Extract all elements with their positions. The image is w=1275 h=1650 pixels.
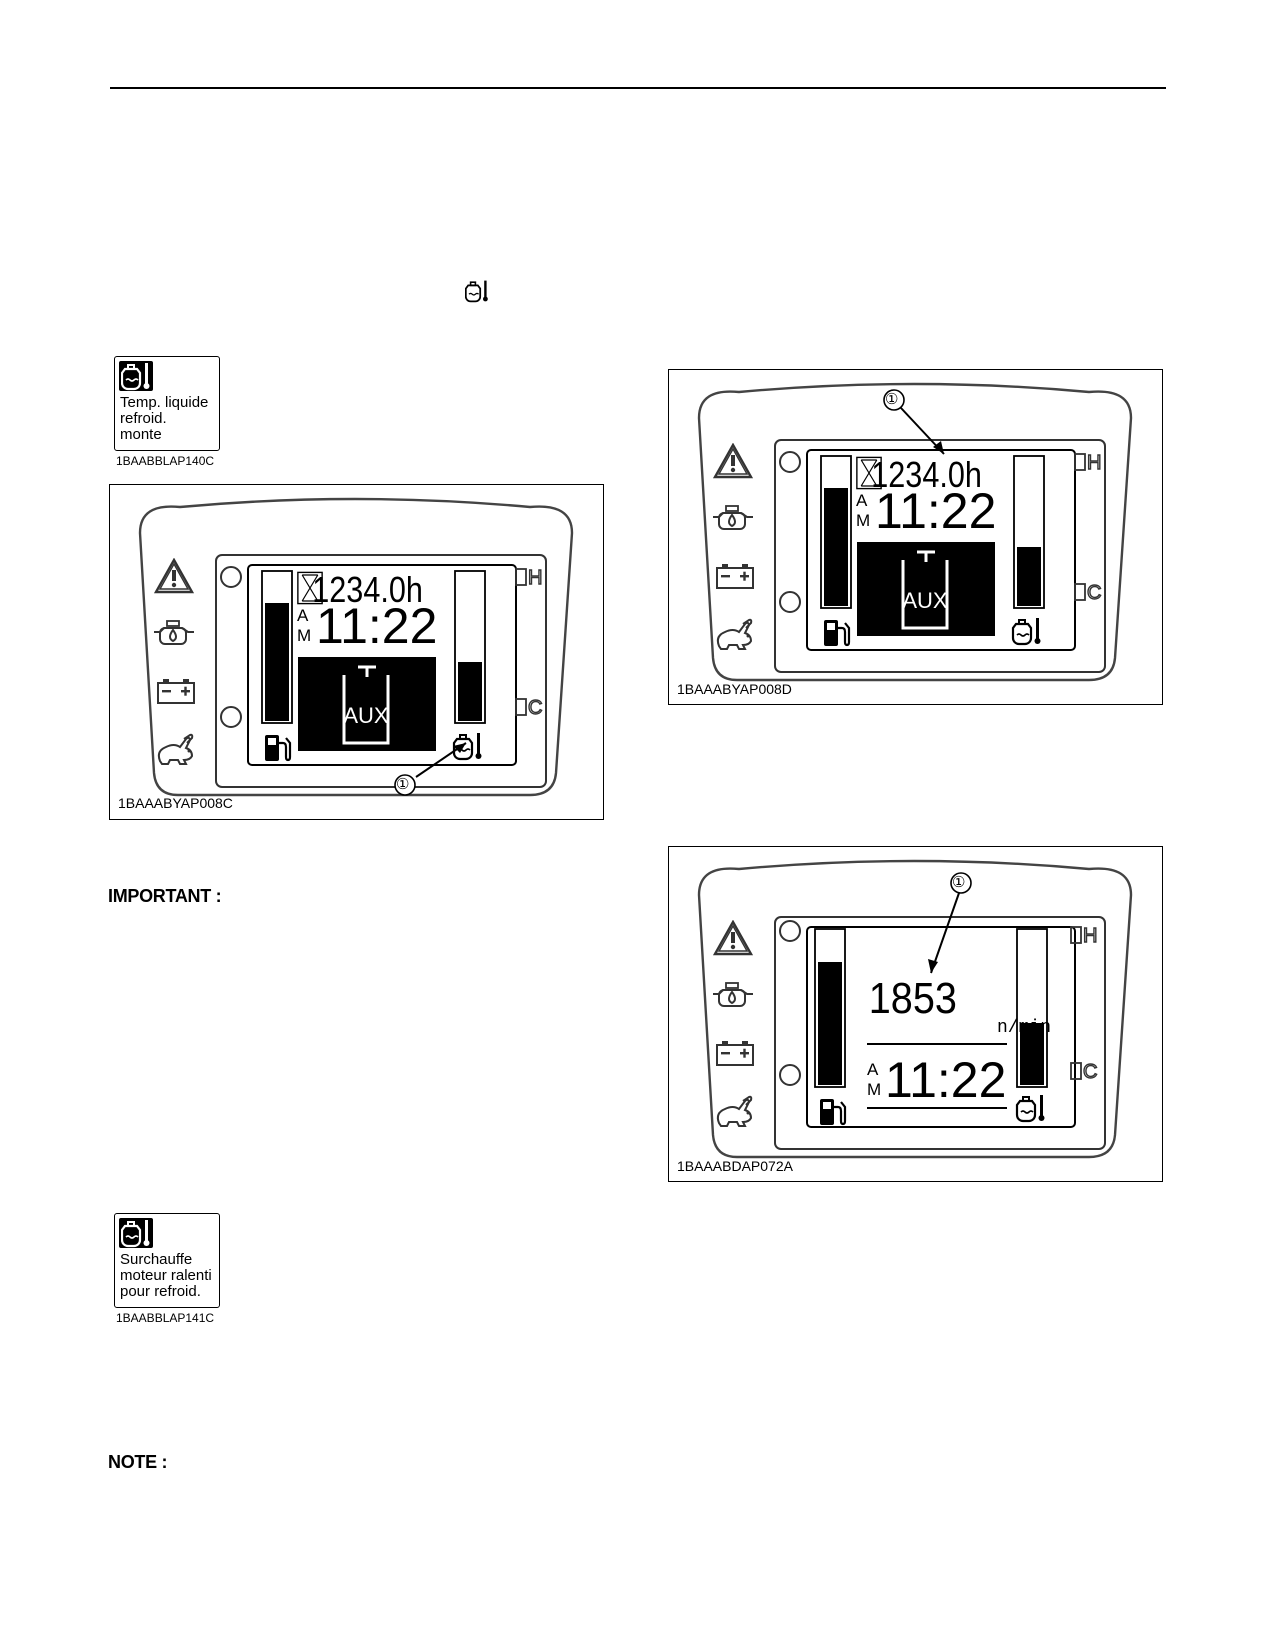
- figure-code: 1BAAABDAP072A: [677, 1158, 793, 1174]
- gauge-low-label: C: [1087, 582, 1101, 604]
- bezel-outline: [697, 382, 1133, 682]
- battery-charge-icon: [716, 1040, 754, 1066]
- label-text: Temp. liquide refroid. monte: [120, 394, 209, 443]
- fuel-gauge-frame: [814, 928, 846, 1088]
- callout-number: ①: [396, 776, 410, 793]
- bezel-outline: [697, 859, 1133, 1159]
- screen-frame: [774, 439, 1106, 673]
- warning-triangle-icon: [713, 920, 753, 956]
- callout-marker: [883, 389, 905, 411]
- oil-pressure-icon: [153, 620, 195, 645]
- gauge-low-label: C: [528, 697, 542, 719]
- screw: [220, 566, 242, 588]
- fuel-gauge-frame: [261, 570, 293, 724]
- callout-leader: [930, 892, 960, 974]
- clock-time: 11:22: [316, 598, 437, 654]
- am-indicator-a: A: [297, 606, 309, 625]
- coolant-temperature-icon: [1015, 1093, 1046, 1123]
- bezel-outline: [138, 497, 574, 797]
- hour-meter-value: 1234.0h: [871, 456, 982, 496]
- label-plate-coolant-rising: Temp. liquide refroid. monte: [114, 356, 220, 451]
- screen-frame: [215, 554, 547, 788]
- screen-frame: [774, 916, 1106, 1150]
- coolant-gauge-bar: [1020, 1023, 1044, 1085]
- am-indicator-a: A: [856, 491, 868, 510]
- fuel-gauge-bar: [824, 488, 848, 606]
- lcd-frame: [247, 564, 517, 766]
- figure-panel-2: 1234.0h A M 11:22 AUX H C ① 1BAAABYAP008…: [668, 369, 1163, 705]
- hour-meter-value: 1234.0h: [312, 571, 423, 611]
- figure-code: 1BAAABYAP008C: [118, 795, 233, 811]
- screw: [779, 920, 801, 942]
- header-rule: [110, 87, 1166, 89]
- callout-marker: [950, 872, 972, 894]
- rabbit-speed-icon: [716, 1095, 753, 1127]
- am-indicator-m: M: [297, 626, 311, 645]
- clock-time: 11:22: [875, 483, 996, 539]
- figure-code: 1BAAABYAP008D: [677, 681, 792, 697]
- label-code: 1BAABBLAP141C: [116, 1311, 215, 1325]
- lcd-frame: [806, 926, 1076, 1128]
- aux-label: AUX: [343, 703, 389, 728]
- am-indicator-m: M: [856, 511, 870, 530]
- callout-marker: [394, 774, 416, 796]
- coolant-gauge-bar: [458, 662, 482, 721]
- label-icon-box: [119, 1218, 153, 1248]
- figure-panel-1: 1234.0h A M 11:22 AUX H C ① 1BAAABYAP008…: [109, 484, 604, 820]
- fuel-gauge-bar: [265, 603, 289, 721]
- battery-charge-icon: [157, 678, 195, 704]
- oil-pressure-icon: [712, 982, 754, 1007]
- note-heading: NOTE :: [108, 1452, 168, 1472]
- figure-panel-3: 1853 n/min A M 11:22 H C ① 1BAAABDAP072A: [668, 846, 1163, 1182]
- fuel-gauge-bar: [818, 962, 842, 1085]
- screw: [779, 591, 801, 613]
- important-heading: IMPORTANT :: [108, 886, 222, 906]
- screw: [779, 451, 801, 473]
- warning-triangle-icon: [713, 443, 753, 479]
- fuel-pump-icon: [263, 733, 292, 763]
- rabbit-speed-icon: [157, 733, 194, 765]
- oil-pressure-icon: [712, 505, 754, 530]
- coolant-gauge-bar: [1017, 547, 1041, 606]
- label-icon-box: [119, 361, 153, 391]
- coolant-temperature-icon: [465, 278, 489, 304]
- screw: [220, 706, 242, 728]
- coolant-gauge-frame: [1016, 928, 1048, 1088]
- am-indicator-m: M: [867, 1080, 881, 1099]
- gauge-high-label: H: [528, 567, 542, 589]
- callout-number: ①: [952, 874, 966, 891]
- coolant-temperature-icon: [119, 1218, 153, 1248]
- gauge-high-label: H: [1087, 452, 1101, 474]
- warning-triangle-icon: [154, 558, 194, 594]
- fuel-pump-icon: [818, 1097, 847, 1127]
- coolant-temperature-icon: [1011, 616, 1042, 646]
- gauge-low-label: C: [1083, 1061, 1097, 1083]
- label-code: 1BAABBLAP140C: [116, 454, 215, 468]
- coolant-temperature-icon: [119, 361, 153, 391]
- battery-charge-icon: [716, 563, 754, 589]
- label-text: Surchauffe moteur ralenti pour refroid.: [120, 1251, 212, 1300]
- clock-time: 11:22: [885, 1052, 1006, 1108]
- label-plate-overheat: Surchauffe moteur ralenti pour refroid.: [114, 1213, 220, 1308]
- engine-rpm-value: 1853: [869, 973, 957, 1022]
- screw: [779, 1064, 801, 1086]
- gauge-high-label: H: [1083, 925, 1097, 947]
- rabbit-speed-icon: [716, 618, 753, 650]
- coolant-gauge-frame: [454, 570, 486, 724]
- fuel-pump-icon: [822, 618, 851, 648]
- fuel-gauge-frame: [820, 455, 852, 609]
- callout-number: ①: [885, 391, 899, 408]
- aux-label: AUX: [902, 588, 948, 613]
- am-indicator-a: A: [867, 1060, 879, 1079]
- coolant-gauge-frame: [1013, 455, 1045, 609]
